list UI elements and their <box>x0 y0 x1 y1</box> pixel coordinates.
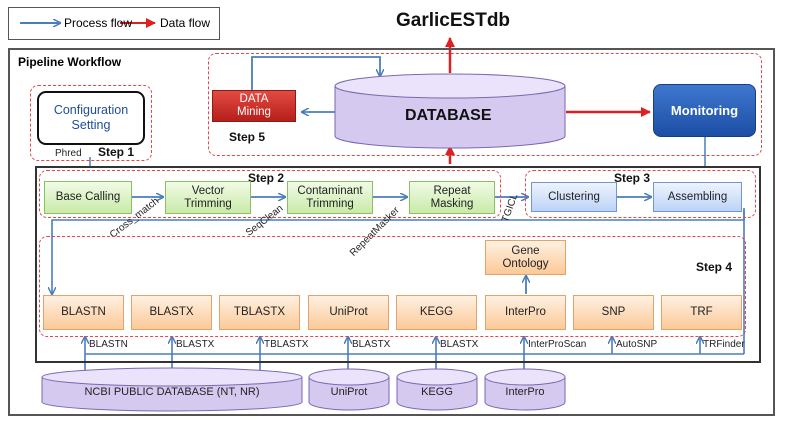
tool-box-label: SNP <box>601 306 626 318</box>
tool-box-label: InterPro <box>505 306 546 318</box>
monitoring-label: Monitoring <box>670 103 739 118</box>
db-cylinder-uniprot <box>308 368 390 411</box>
db-cylinder-kegg <box>396 368 478 411</box>
step4-label: Step 4 <box>696 260 733 274</box>
program-label-tblastx: TBLASTX <box>264 339 309 350</box>
contaminant-trimming-line1: Contaminant <box>297 184 363 197</box>
assembling-box[interactable]: Assembling <box>653 182 742 212</box>
contaminant-trimming-box[interactable]: Contaminant Trimming <box>287 181 373 214</box>
step3-label: Step 3 <box>614 171 651 185</box>
tool-box-label: TBLASTX <box>233 306 286 318</box>
database-label: DATABASE <box>405 107 492 124</box>
phred-label: Phred <box>55 148 82 159</box>
repeat-masking-box[interactable]: Repeat Masking <box>409 181 495 214</box>
legend-box <box>8 7 220 40</box>
repeat-masking-line2: Masking <box>430 197 474 210</box>
db-label-ncbi: NCBI PUBLIC DATABASE (NT, NR) <box>84 385 260 398</box>
tool-box-label: UniProt <box>329 306 368 318</box>
step3-region <box>525 170 756 218</box>
program-label-trfinder: TRFinder <box>703 339 745 350</box>
data-mining-line1: DATA <box>239 93 269 105</box>
contaminant-trimming-line2: Trimming <box>306 197 354 210</box>
db-label-interpro: InterPro <box>505 385 545 398</box>
vector-trimming-box[interactable]: Vector Trimming <box>165 181 251 214</box>
tool-box-label: BLASTN <box>61 306 106 318</box>
tool-box-blastn[interactable]: BLASTN <box>43 295 124 330</box>
db-label-kegg: KEGG <box>421 385 453 398</box>
step4-region <box>39 236 746 337</box>
step5-label: Step 5 <box>229 130 266 144</box>
db-cylinder-interpro <box>484 368 566 411</box>
step2-label: Step 2 <box>248 171 285 185</box>
tool-box-label: BLASTX <box>149 306 194 318</box>
tool-box-tblastx[interactable]: TBLASTX <box>219 295 300 330</box>
program-label-blastx-2: BLASTX <box>352 339 391 350</box>
legend-data-label: Data flow <box>160 16 211 30</box>
tool-box-interpro[interactable]: InterPro <box>485 295 566 330</box>
program-label-blastx-3: BLASTX <box>440 339 479 350</box>
pipeline-frame <box>8 48 775 416</box>
db-cylinder-ncbi <box>41 367 303 412</box>
tool-box-label: KEGG <box>419 306 454 318</box>
program-label-blastx-1: BLASTX <box>176 339 215 350</box>
tool-box-label: TRF <box>690 306 713 318</box>
tool-box-uniprot[interactable]: UniProt <box>308 295 389 330</box>
db-label-uniprot: UniProt <box>330 385 368 398</box>
step2-region <box>39 170 501 218</box>
vector-trimming-line1: Vector <box>191 184 225 197</box>
program-label-autosnp: AutoSNP <box>616 339 658 350</box>
monitoring-box[interactable]: Monitoring <box>653 84 756 137</box>
gene-ontology-line1: Gene <box>511 244 540 257</box>
configuration-setting-box[interactable]: Configuration Setting <box>37 91 145 145</box>
step1-label: Step 1 <box>98 145 135 159</box>
config-region <box>30 85 152 161</box>
config-label-line2: Setting <box>71 118 111 132</box>
tool-box-trf[interactable]: TRF <box>661 295 742 330</box>
gene-ontology-box[interactable]: Gene Ontology <box>485 240 566 275</box>
vector-trimming-line2: Trimming <box>184 197 232 210</box>
program-label-interproscan: InterProScan <box>528 339 587 350</box>
data-mining-line2: Mining <box>237 106 271 118</box>
gene-ontology-line2: Ontology <box>502 257 549 270</box>
tool-box-blastx[interactable]: BLASTX <box>131 295 212 330</box>
pipeline-label: Pipeline Workflow <box>18 55 122 69</box>
database-cylinder <box>334 73 566 149</box>
legend-process-label: Process flow <box>64 16 133 30</box>
program-label-blastn: BLASTN <box>89 339 128 350</box>
clustering-label: Clustering <box>548 190 600 203</box>
assembling-label: Assembling <box>667 190 728 203</box>
page-title: GarlicESTdb <box>396 10 511 31</box>
tool-box-kegg[interactable]: KEGG <box>396 295 477 330</box>
base-calling-label: Base Calling <box>55 191 121 203</box>
config-label-line1: Configuration <box>53 103 129 117</box>
data-mining-box[interactable]: DATA Mining <box>212 90 296 122</box>
pipeline-inner-frame <box>35 166 761 363</box>
base-calling-box[interactable]: Base Calling <box>44 181 132 214</box>
repeat-masking-line1: Repeat <box>433 184 471 197</box>
tool-box-snp[interactable]: SNP <box>573 295 654 330</box>
mining-to-db-loop <box>251 56 380 90</box>
clustering-box[interactable]: Clustering <box>531 182 617 212</box>
top-region <box>208 53 762 156</box>
